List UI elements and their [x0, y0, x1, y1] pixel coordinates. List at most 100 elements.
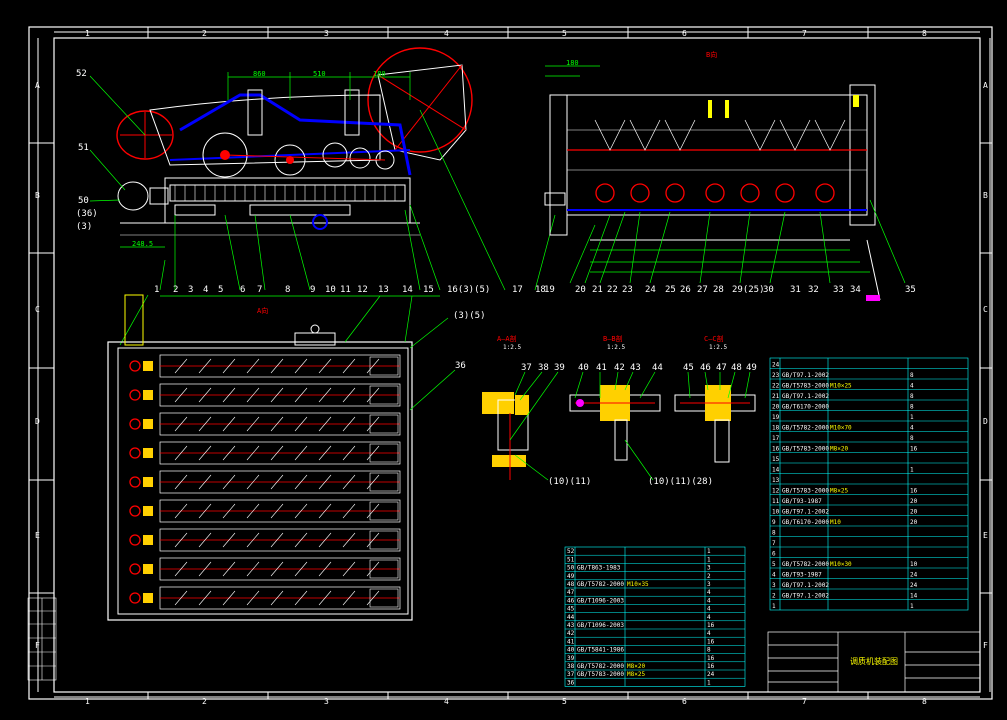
part-balloon: 48	[731, 363, 742, 373]
part-balloon: 51	[78, 143, 89, 153]
bom-cell: 49	[567, 573, 575, 580]
bom-cell: 7	[772, 540, 776, 547]
bom-cell: M8×20	[830, 446, 848, 453]
bom-cell: M10	[830, 519, 841, 526]
bom-cell: 41	[567, 638, 575, 645]
bom-cell: 6	[772, 551, 776, 558]
bom-cell: 17	[772, 435, 780, 442]
bom-cell: 50	[567, 565, 575, 572]
rear-view-title: B向	[706, 50, 717, 59]
bom-cell: 2	[707, 573, 711, 580]
bom-cell: 3	[707, 565, 711, 572]
rear-dim: 180	[566, 59, 579, 67]
bom-cell: 1	[707, 556, 711, 563]
bom-cell: GB/T5783-2000	[782, 446, 829, 453]
zone-col-top-label: 7	[802, 29, 807, 38]
dim-text-3: 180	[373, 70, 386, 78]
zone-col-top-label: 3	[324, 29, 329, 38]
bom-cell: 8	[910, 404, 914, 411]
zone-row-left-label: D	[35, 417, 40, 426]
section-c: C—C剖 1:2.5	[674, 334, 756, 463]
bom-cell: M10×70	[830, 425, 852, 432]
part-balloon: 21	[592, 285, 603, 295]
zone-row-left-label: A	[35, 81, 40, 90]
part-balloon: 23	[622, 285, 633, 295]
bom-cell: 42	[567, 630, 575, 637]
bom-cell: 48	[567, 581, 575, 588]
zone-row-right-label: F	[983, 641, 988, 650]
bom-cell: GB/T97.1-2002	[782, 582, 829, 589]
bom-cell: 16	[707, 655, 715, 662]
bom-cell: 46	[567, 597, 575, 604]
part-balloon: (36)	[76, 209, 98, 219]
part-balloon: (3)(5)	[453, 311, 486, 321]
part-balloon: (3)	[76, 222, 92, 232]
bom-cell: GB/T5782-2000	[577, 581, 624, 588]
part-balloon: 5	[218, 285, 223, 295]
zone-row-left-label: B	[35, 191, 40, 200]
bom-cell: GB/T5782-2000	[577, 663, 624, 670]
zone-col-top-label: 6	[682, 29, 687, 38]
bom-cell: GB/T5782-2000	[782, 425, 829, 432]
part-balloon: 26	[680, 285, 691, 295]
title-block-name: 调质机装配图	[850, 656, 898, 666]
zone-col-bottom-label: 3	[324, 697, 329, 706]
bom-cell: M8×25	[627, 671, 645, 678]
bom-cell: 52	[567, 548, 575, 555]
part-balloon: 16(3)(5)	[447, 285, 490, 295]
bom-cell: GB/T5841-1986	[577, 647, 624, 654]
zone-col-top-label: 2	[202, 29, 207, 38]
zone-row-right-label: D	[983, 417, 988, 426]
section-a: A—A剖 1:2.5	[482, 334, 529, 480]
bom-cell: 14	[910, 593, 918, 600]
plan-view: A向	[107, 294, 456, 621]
zone-col-top-label: 4	[444, 29, 449, 38]
part-balloon: 12	[357, 285, 368, 295]
part-balloon: 17	[512, 285, 523, 295]
part-balloon: 44	[652, 363, 663, 373]
bom-cell: 39	[567, 655, 575, 662]
part-balloon: 27	[697, 285, 708, 295]
bom-cell: 4	[910, 383, 914, 390]
bom-cell: GB/T5783-2000	[782, 383, 829, 390]
bom-cell: 4	[707, 597, 711, 604]
bom-cell: 11	[772, 498, 780, 505]
bom-cell: GB/T863-1983	[577, 565, 621, 572]
part-balloon: 2	[173, 285, 178, 295]
bom-cell: 3	[707, 581, 711, 588]
drawing-frame	[28, 26, 993, 700]
zone-row-right-label: B	[983, 191, 988, 200]
part-balloon: 22	[607, 285, 618, 295]
bom-cell: 1	[772, 603, 776, 610]
bom-cell: 19	[772, 414, 780, 421]
bom-cell: GB/T6170-2000	[782, 404, 829, 411]
bom-cell: 15	[772, 456, 780, 463]
bom-cell: M8×20	[627, 663, 645, 670]
bom-cell: 47	[567, 589, 575, 596]
bom-cell: 3	[772, 582, 776, 589]
plan-view-balloons: (3)(5) 36	[453, 311, 486, 371]
part-balloon: 41	[596, 363, 607, 373]
bom-cell: 4	[910, 425, 914, 432]
bom-cell: 22	[772, 383, 780, 390]
zone-row-left-label: F	[35, 641, 40, 650]
part-balloon: 7	[257, 285, 262, 295]
bom-cell: 51	[567, 556, 575, 563]
part-balloon: 14	[402, 285, 413, 295]
part-balloon: 31	[790, 285, 801, 295]
part-balloon: 20	[575, 285, 586, 295]
part-balloon: 3	[188, 285, 193, 295]
leader-lines-rear	[569, 199, 906, 284]
part-balloon: 28	[713, 285, 724, 295]
zone-row-right-label: E	[983, 531, 988, 540]
bom-cell: 9	[772, 519, 776, 526]
part-balloon: 9	[310, 285, 315, 295]
part-balloon: 10	[325, 285, 336, 295]
zone-col-top-label: 5	[562, 29, 567, 38]
part-balloon: 36	[455, 361, 466, 371]
bom-cell: 20	[910, 498, 918, 505]
bom-cell: 24	[910, 572, 918, 579]
bom-cell: 20	[910, 509, 918, 516]
